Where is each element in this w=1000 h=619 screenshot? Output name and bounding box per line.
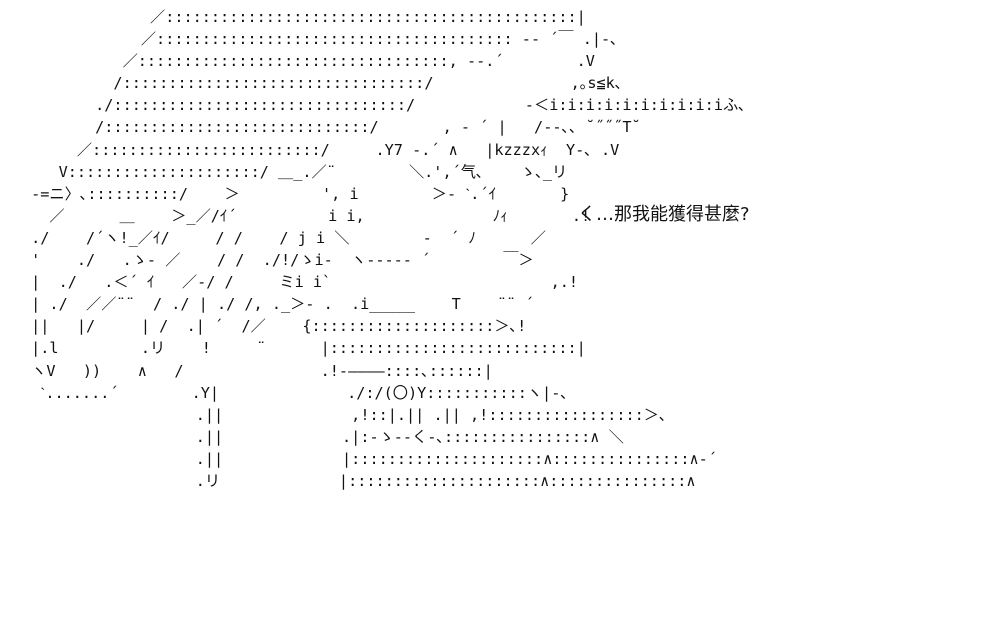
ascii-art-line: |.l .リ ! ¨ |:::::::::::::::::::::::::::| (22, 339, 586, 358)
ascii-art-line: ／:::::::::::::::::::::::::::::::::::::::… (22, 30, 618, 49)
ascii-art-line: ./::::::::::::::::::::::::::::::::/ ‐＜i:… (22, 96, 746, 115)
ascii-art-line: /:::::::::::::::::::::::::::::::::/ ,｡s≦… (22, 74, 623, 93)
ascii-art-line: ／::::::::::::::::::::::::::::::::::, ‐‐.… (22, 52, 595, 71)
ascii-art-line: ‐=ニ〉､::::::::::/ ＞ ', i ＞‐ ˋ.´ｲ } (22, 184, 570, 203)
ascii-art-line: || |/ | / .| ´ /／ {::::::::::::::::::::＞… (22, 317, 527, 336)
ascii-art-line: .|| .|:‐ゝ‐‐く‐､::::::::::::::::∧ ＼ (22, 427, 624, 446)
ascii-art-line: .|| ,!::|.|| .|| ,!:::::::::::::::::＞､ (22, 405, 667, 424)
ascii-art-line: ／:::::::::::::::::::::::::::::::::::::::… (22, 8, 586, 26)
ascii-art-line: | ./ .＜´ ｲ ／‐/ / ミi i` ,.! (22, 273, 579, 292)
ascii-art-line: ／:::::::::::::::::::::::::/ .Y7 ‐.´ ∧ |k… (22, 140, 620, 159)
ascii-art-line: ヽV )) ∧ / .!‐――――::::､::::::| (22, 361, 493, 380)
ascii-art-line: ./ /´ヽ!_／ｲ/ / / / j i ＼ ‐ ´ ﾉ ／ (22, 228, 546, 247)
ascii-art-line: .リ |:::::::::::::::::::::∧::::::::::::::… (22, 471, 696, 490)
ascii-art-line: /:::::::::::::::::::::::::::::/ , ‐ ´ | … (22, 118, 641, 137)
ascii-art-figure: ／:::::::::::::::::::::::::::::::::::::::… (22, 6, 746, 492)
ascii-art-line: ' ./ .ゝ‐ ／ / / ./!/ゝi‐ ヽ‐‐‐‐‐ ´ ￣＞ (22, 251, 534, 270)
ascii-art-line: ˋ.......´ .Y| ./:/(〇)Y:::::::::::ヽ|‐､ (22, 383, 568, 402)
speech-text: く…那我能獲得甚麼? (578, 204, 750, 225)
ascii-art-line: ／ ＿ ＞_／/ｲ´ i i, ﾉｨ .! (22, 206, 591, 225)
ascii-art-line: | ./ ／／¨¨ / ./ | ./ /, ._＞‐ . .i_____ T … (22, 295, 534, 314)
ascii-art-line: .|| |:::::::::::::::::::::∧:::::::::::::… (22, 449, 717, 468)
ascii-art-line: V:::::::::::::::::::::/ ＿_.／¨ ＼.',´气､ ゝ､… (22, 162, 568, 181)
